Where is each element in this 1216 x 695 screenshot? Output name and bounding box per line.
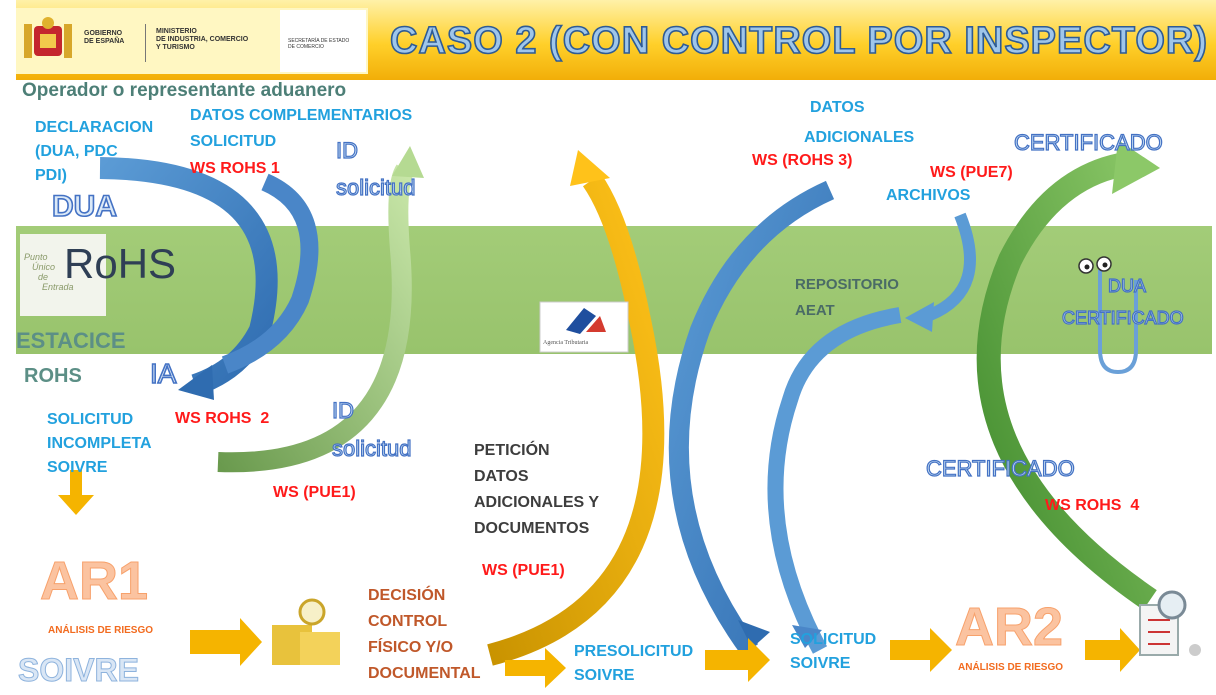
folder-search-icon xyxy=(272,598,340,665)
paperclip-icon xyxy=(1078,256,1138,375)
ws-pue1-label-b: WS (PUE1) xyxy=(482,562,565,579)
ar1-subtitle: ANÁLISIS DE RIESGO xyxy=(48,625,154,636)
agencia-tributaria-logo xyxy=(539,301,629,353)
checklist-search-icon xyxy=(1139,590,1201,656)
arrow-id-solicitud xyxy=(217,164,414,473)
dua-certificado-label: CERTIFICADO xyxy=(1061,307,1184,328)
ws-pue1-label-a: WS (PUE1) xyxy=(273,484,356,501)
ws-rohs3-label: WS (ROHS 3) xyxy=(752,152,853,169)
solicitud-id-label-2: solicitud xyxy=(331,435,412,461)
archivos-label: ARCHIVOS xyxy=(886,187,971,204)
certificado-mid-label: CERTIFICADO xyxy=(925,455,1075,481)
id-label-2: ID xyxy=(331,397,354,423)
arrowhead-certificado xyxy=(1112,140,1160,194)
datos-complementarios-label: DATOS COMPLEMENTARIOS xyxy=(190,107,413,124)
coat-of-arms-icon xyxy=(24,17,72,58)
ws-rohs1-label: WS ROHS 1 xyxy=(190,160,280,177)
ar1-label: AR1 xyxy=(39,551,149,612)
ws-rohs4-label: WS ROHS 4 xyxy=(1045,497,1140,514)
arrowhead-ia xyxy=(178,365,214,400)
id-label-1: ID xyxy=(335,137,358,163)
arrow-repositorio xyxy=(767,307,902,654)
arrowhead-archivos xyxy=(905,302,934,332)
arrow-peticion xyxy=(487,173,665,666)
arrowhead-datos xyxy=(738,620,770,648)
dua-cert-label: DUA xyxy=(1107,275,1147,296)
certificado-top-label: CERTIFICADO xyxy=(1013,129,1163,155)
ar2-subtitle: ANÁLISIS DE RIESGO xyxy=(958,662,1064,673)
soivre-logo: SOIVRE xyxy=(18,652,140,689)
page-title: CASO 2 (CON CONTROL POR INSPECTOR) xyxy=(389,19,1208,63)
arrowhead-peticion xyxy=(570,150,610,186)
ar2-label: AR2 xyxy=(954,597,1064,658)
dua-label: DUA xyxy=(51,189,118,224)
arrowhead-solicitud-soivre xyxy=(792,625,822,648)
arrow-certificado xyxy=(976,153,1157,610)
ia-label: IA xyxy=(149,357,177,390)
rohs-logo-text: RoHS xyxy=(64,240,177,287)
solicitud-id-label-1: solicitud xyxy=(335,174,416,200)
divider xyxy=(145,24,146,62)
ws-rohs2-label: WS ROHS 2 xyxy=(175,410,270,427)
arrow-archivos xyxy=(927,212,976,321)
yellow-step-arrows xyxy=(58,470,1140,688)
arrow-solicitud xyxy=(221,173,319,374)
operator-label: Operador o representante aduanero xyxy=(22,80,347,101)
pue-logo xyxy=(20,234,106,316)
secretaria-box xyxy=(280,10,366,72)
rohs-label: ROHS xyxy=(24,365,82,387)
agencia-label: Agencia Tributaria xyxy=(543,340,589,346)
arrowhead-id xyxy=(392,146,424,178)
solicitud-label: SOLICITUD xyxy=(190,133,277,150)
arrow-datos-adicionales xyxy=(668,180,835,656)
ws-pue7-label: WS (PUE7) xyxy=(930,164,1013,181)
estacice-label: ESTACICE xyxy=(16,328,126,353)
